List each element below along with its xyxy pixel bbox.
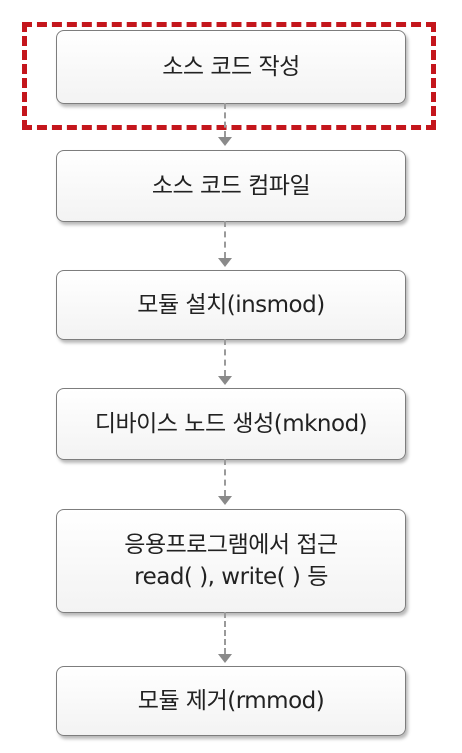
step-label: 소스 코드 작성 [162,54,300,80]
flow-arrow [218,103,232,147]
flow-arrow [218,459,232,506]
flow-arrow [218,612,232,664]
step-mknod: 디바이스 노드 생성(mknod) [56,388,406,460]
step-compile-source: 소스 코드 컴파일 [56,150,406,222]
step-label-line1: 응용프로그램에서 접근 [124,532,338,558]
step-label: 모듈 설치(insmod) [137,292,325,318]
step-rmmod: 모듈 제거(rmmod) [56,666,406,736]
flow-arrow [218,339,232,386]
step-insmod: 모듈 설치(insmod) [56,270,406,340]
arrow-down-icon [218,376,232,385]
flow-arrow [218,221,232,268]
arrow-down-icon [218,654,232,663]
arrow-down-icon [218,496,232,505]
highlight-dashed-frame [22,22,436,130]
step-label: 모듈 제거(rmmod) [137,688,325,714]
step-label: 소스 코드 컴파일 [151,173,311,199]
step-label-line2: read( ), write( ) 등 [134,564,328,590]
step-app-access: 응용프로그램에서 접근 read( ), write( ) 등 [56,509,406,613]
arrow-down-icon [218,137,232,146]
step-label: 디바이스 노드 생성(mknod) [94,411,368,437]
arrow-down-icon [218,258,232,267]
step-write-source: 소스 코드 작성 [56,30,406,104]
